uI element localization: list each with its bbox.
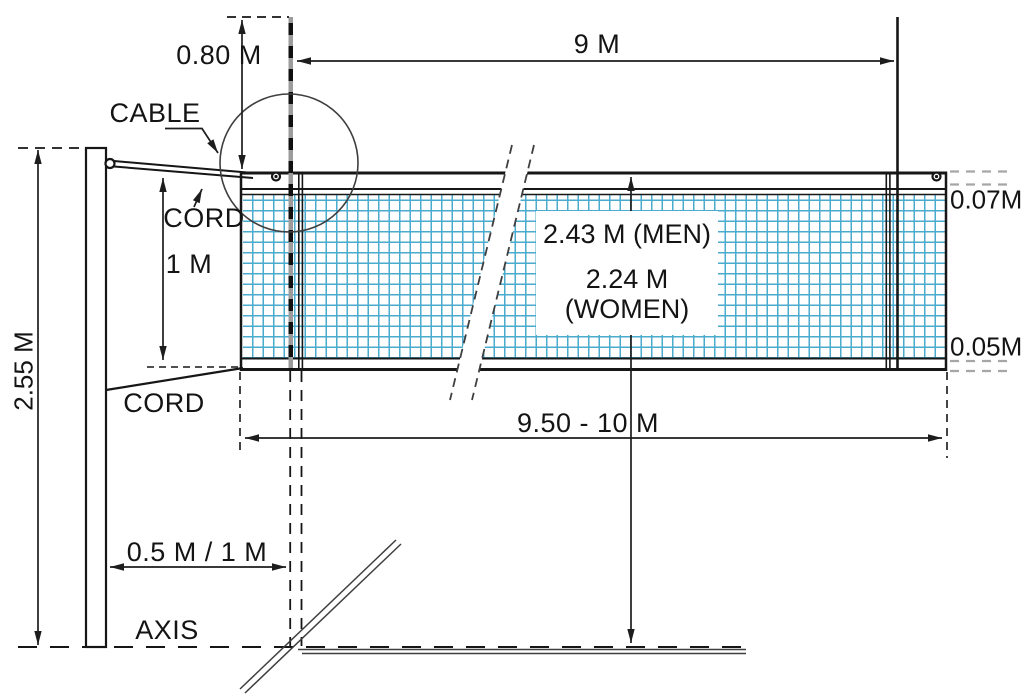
net-height-annotation: 2.43 M (MEN) 2.24 M (WOMEN): [536, 211, 718, 335]
cable-label: CABLE: [109, 97, 201, 128]
floor-lines: [239, 539, 746, 694]
dim-1m-label: 1 M: [165, 248, 213, 279]
dimension-1m: [147, 178, 240, 368]
lower-cord-line: [105, 366, 244, 392]
band-bottom-label: 0.05M: [950, 331, 1023, 362]
cord-upper-label: CORD: [163, 202, 245, 233]
right-side-band: [885, 173, 891, 370]
dimension-net-length: [239, 372, 948, 458]
axis-label: AXIS: [135, 614, 199, 645]
band-top-label: 0.07M: [950, 184, 1023, 215]
net-height-men: 2.43 M (MEN): [542, 219, 712, 249]
left-antenna: [288, 17, 293, 369]
net-height-women-value: 2.24 M: [585, 264, 669, 295]
dim-post-offset-label: 0.5 M / 1 M: [126, 536, 268, 567]
antenna-extension-dashed-lines: [289, 371, 303, 646]
dim-255m-label: 2.55 M: [8, 331, 39, 411]
dim-9m-label: 9 M: [573, 28, 621, 59]
dim-net-length-label: 9.50 - 10 M: [516, 407, 660, 438]
net-height-women-suffix: (WOMEN): [564, 294, 690, 325]
dimension-antenna-080m: [227, 16, 289, 169]
cord-leader-arrow: [192, 188, 203, 208]
net-grommets: [270, 171, 942, 182]
left-side-band: [297, 173, 304, 370]
detail-circle: [219, 93, 359, 233]
dim-080m-label: 0.80 M: [176, 39, 262, 70]
cord-lower-label: CORD: [123, 387, 205, 418]
cable-leader-arrow: [165, 127, 219, 154]
cable-lines: [104, 157, 254, 179]
band-reference-dashes: [950, 170, 1014, 373]
net-break-symbol: [449, 144, 535, 401]
